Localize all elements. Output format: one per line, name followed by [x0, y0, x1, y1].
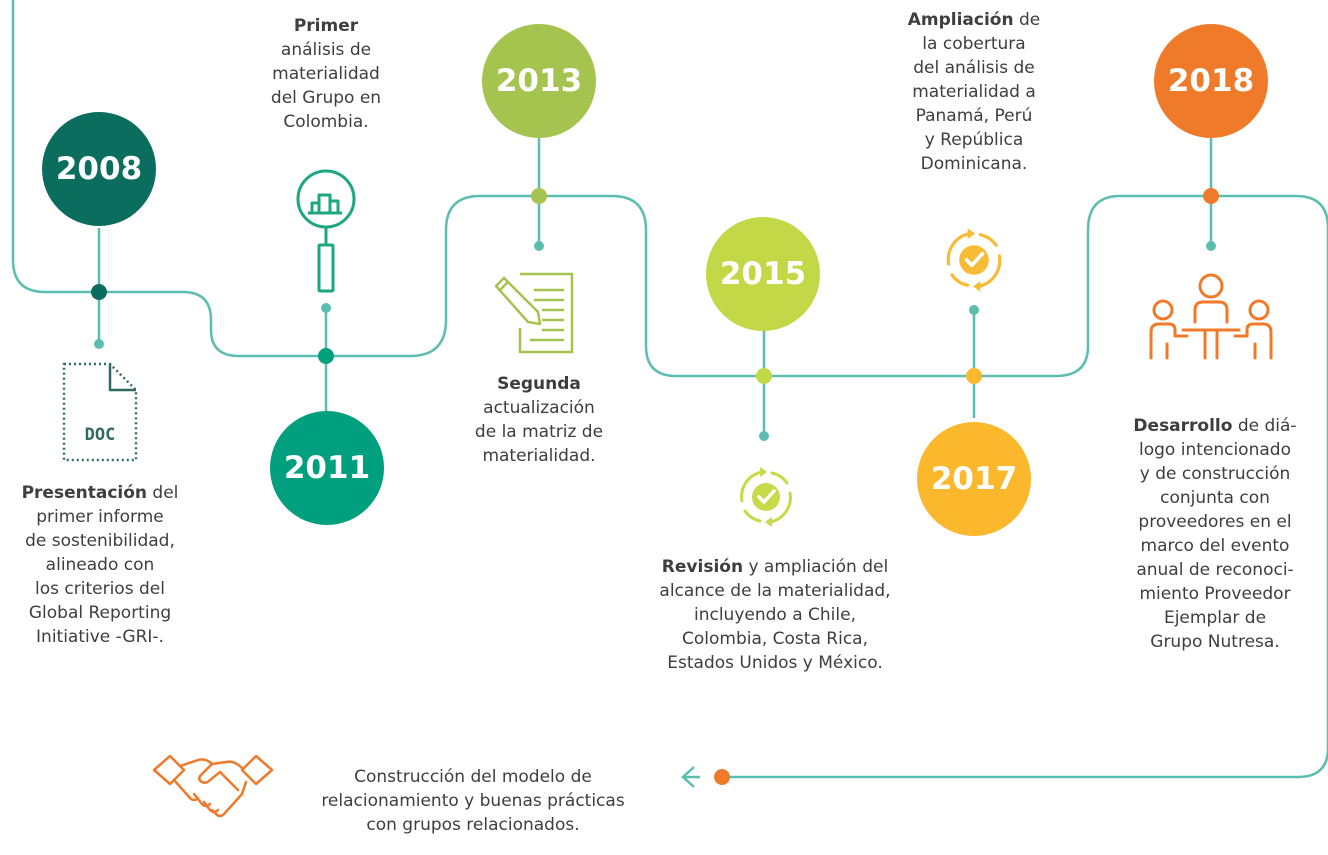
description-line: análisis de: [280, 40, 372, 60]
node-final: [714, 769, 730, 785]
node-2011: [318, 348, 334, 364]
description-line: Construcción del modelo de: [354, 767, 592, 787]
description-2013: Segunda actualización de la matriz de ma…: [449, 372, 629, 468]
description-2015: Revisión y ampliación del alcance de la …: [630, 555, 920, 675]
description-final: Construcción del modelo de relacionamien…: [283, 765, 663, 837]
description-line: los criterios del: [35, 579, 165, 599]
description-line: Dominicana.: [920, 154, 1028, 174]
timeline-path: [11, 0, 1328, 779]
check-cycle-icon: [946, 228, 1002, 292]
year-badge-2013: 2013: [482, 24, 596, 138]
description-line: miento Proveedor: [1139, 584, 1291, 604]
description-line: la cobertura: [922, 34, 1026, 54]
node-2017: [966, 368, 982, 384]
year-badge-2011: 2011: [270, 411, 384, 525]
description-line: Estados Unidos y México.: [667, 653, 883, 673]
year-badge-2015: 2015: [706, 217, 820, 331]
description-line: marco del evento: [1140, 536, 1290, 556]
magnifier-chart-icon: [296, 169, 356, 293]
year-label: 2008: [55, 151, 143, 187]
document-pen-icon: [494, 272, 574, 354]
description-line: Grupo Nutresa.: [1150, 632, 1280, 652]
year-badge-2018: 2018: [1154, 24, 1268, 138]
description-2011: Primer análisis de materialidad del Grup…: [236, 14, 416, 134]
year-label: 2017: [930, 461, 1018, 497]
description-line: Global Reporting: [28, 603, 172, 623]
description-line: de: [1013, 10, 1041, 30]
description-line: Colombia.: [283, 112, 369, 132]
description-line: del Grupo en: [270, 88, 382, 108]
description-line: de diá-: [1232, 416, 1297, 436]
description-lead: Presentación: [21, 483, 148, 503]
year-label: 2015: [719, 256, 807, 292]
description-line: Ejemplar de: [1163, 608, 1267, 628]
description-2017: Ampliación de la cobertura del análisis …: [884, 8, 1064, 176]
doc-file-icon: DOC: [62, 362, 138, 462]
description-line: del: [147, 483, 179, 503]
check-cycle-icon: [740, 467, 792, 527]
year-label: 2011: [283, 450, 371, 486]
node-2008: [91, 284, 107, 300]
node-2013: [531, 188, 547, 204]
timeline-nodes: [91, 188, 1219, 785]
description-line: proveedores en el: [1138, 512, 1292, 532]
description-line: alineado con: [45, 555, 155, 575]
description-2008: Presentación del primer informe de soste…: [0, 481, 200, 649]
description-line: y República: [924, 130, 1024, 150]
description-lead: Segunda: [497, 374, 581, 394]
description-line: materialidad a: [912, 82, 1036, 102]
description-line: Colombia, Costa Rica,: [681, 629, 868, 649]
description-line: Panamá, Perú: [915, 106, 1033, 126]
description-line: anual de reconoci-: [1136, 560, 1294, 580]
year-badge-2008: 2008: [42, 112, 156, 226]
description-line: y de construcción: [1139, 464, 1291, 484]
year-badge-2017: 2017: [917, 422, 1031, 536]
description-line: y ampliación del: [743, 557, 889, 577]
svg-text:DOC: DOC: [85, 425, 116, 445]
description-line: materialidad.: [482, 446, 596, 466]
meeting-people-icon: [1149, 273, 1273, 360]
description-line: conjunta con: [1160, 488, 1270, 508]
description-line: primer informe: [36, 507, 164, 527]
description-line: Initiative -GRI-.: [36, 627, 164, 647]
description-line: incluyendo a Chile,: [693, 605, 856, 625]
description-lead: Desarrollo: [1133, 416, 1233, 436]
description-line: logo intencionado: [1139, 440, 1291, 460]
description-line: de la matriz de: [474, 422, 604, 442]
node-2018: [1203, 188, 1219, 204]
node-2015: [756, 368, 772, 384]
description-2018: Desarrollo de diá- logo intencionado y d…: [1110, 414, 1320, 654]
description-lead: Revisión: [661, 557, 744, 577]
description-line: con grupos relacionados.: [366, 815, 580, 835]
handshake-icon: [152, 754, 274, 818]
description-line: del análisis de: [913, 58, 1035, 78]
description-line: alcance de la materialidad,: [659, 581, 891, 601]
description-line: de sostenibilidad,: [25, 531, 175, 551]
description-lead: Ampliación: [907, 10, 1014, 30]
description-line: relacionamiento y buenas prácticas: [321, 791, 625, 811]
description-lead: Primer: [293, 16, 359, 36]
description-line: actualización: [483, 398, 595, 418]
year-label: 2013: [495, 63, 583, 99]
description-line: materialidad: [272, 64, 380, 84]
year-label: 2018: [1167, 63, 1255, 99]
